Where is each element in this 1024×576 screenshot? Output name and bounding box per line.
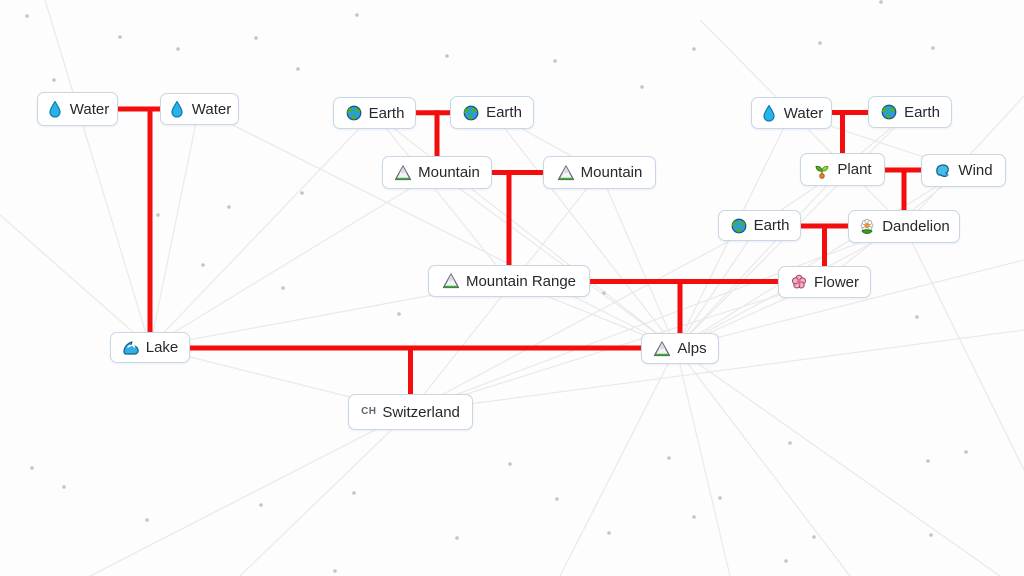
node-earth-3[interactable]: Earth bbox=[868, 96, 952, 128]
node-label: Water bbox=[69, 100, 110, 118]
node-label: Mountain bbox=[580, 164, 643, 181]
node-water-3[interactable]: Water bbox=[751, 97, 832, 129]
node-label: Mountain Range bbox=[465, 272, 577, 290]
wave-icon bbox=[122, 339, 140, 357]
node-wind-1[interactable]: Wind bbox=[921, 154, 1006, 187]
node-label: Earth bbox=[753, 217, 790, 234]
node-label: Earth bbox=[368, 104, 405, 122]
wind-icon bbox=[934, 162, 952, 180]
droplet-icon bbox=[46, 100, 64, 118]
mountain-icon bbox=[557, 164, 575, 182]
node-label: Flower bbox=[813, 273, 859, 291]
mountain-icon bbox=[653, 340, 671, 358]
node-water-1[interactable]: Water bbox=[37, 92, 118, 126]
node-mountain-2[interactable]: Mountain bbox=[543, 156, 656, 189]
dandelion-icon bbox=[858, 218, 876, 236]
node-label: Plant bbox=[837, 161, 872, 178]
node-label: Water bbox=[191, 100, 232, 118]
node-label: Switzerland bbox=[382, 403, 460, 421]
droplet-icon bbox=[760, 104, 778, 122]
globe-icon bbox=[730, 217, 748, 235]
globe-icon bbox=[880, 103, 898, 121]
node-switzerland-1[interactable]: CH Switzerland bbox=[348, 394, 473, 430]
node-label: Mountain bbox=[418, 164, 480, 181]
node-label: Lake bbox=[145, 339, 179, 356]
node-dandelion-1[interactable]: Dandelion bbox=[848, 210, 960, 243]
node-label: Wind bbox=[958, 162, 993, 179]
globe-icon bbox=[462, 104, 480, 122]
droplet-icon bbox=[168, 100, 186, 118]
node-mountain-range-1[interactable]: Mountain Range bbox=[428, 265, 590, 297]
seedling-icon bbox=[813, 161, 831, 179]
node-label: Water bbox=[783, 104, 824, 122]
node-earth-1[interactable]: Earth bbox=[333, 97, 416, 129]
node-earth-4[interactable]: Earth bbox=[718, 210, 801, 241]
node-flower-1[interactable]: Flower bbox=[778, 266, 871, 298]
globe-icon bbox=[345, 104, 363, 122]
node-lake-1[interactable]: Lake bbox=[110, 332, 190, 363]
node-label: Earth bbox=[904, 103, 940, 121]
node-label: Alps bbox=[677, 340, 707, 357]
mountain-icon bbox=[394, 164, 412, 182]
node-water-2[interactable]: Water bbox=[160, 93, 239, 125]
flag-ch-text: CH bbox=[361, 406, 377, 417]
node-label: Earth bbox=[486, 104, 522, 121]
node-earth-2[interactable]: Earth bbox=[450, 96, 534, 129]
node-alps-1[interactable]: Alps bbox=[641, 333, 719, 364]
node-mountain-1[interactable]: Mountain bbox=[382, 156, 492, 189]
blossom-icon bbox=[790, 273, 808, 291]
flag-ch-icon: CH bbox=[361, 403, 376, 421]
node-plant-1[interactable]: Plant bbox=[800, 153, 885, 186]
mountain-icon bbox=[442, 272, 460, 290]
node-label: Dandelion bbox=[882, 218, 950, 235]
